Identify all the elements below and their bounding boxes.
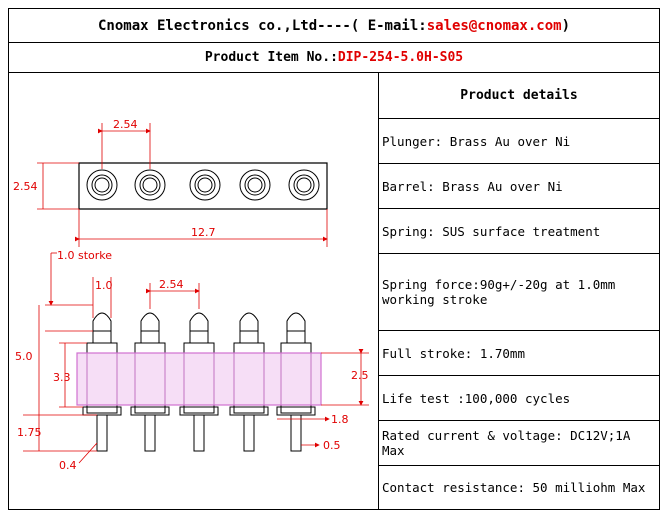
top-view: 2.54 2.54 12.7: [13, 118, 328, 247]
details-row-plunger: Plunger: Brass Au over Ni: [379, 119, 659, 164]
right-height-label: 2.5: [351, 369, 369, 382]
stroke-note-label: 1.0 storke: [57, 249, 112, 262]
tail-gap-label: 0.5: [323, 439, 341, 452]
details-row-barrel: Barrel: Brass Au over Ni: [379, 164, 659, 209]
details-row-rated-current: Rated current & voltage: DC12V;1A Max: [379, 421, 659, 466]
email-link[interactable]: sales@cnomax.com: [426, 17, 562, 34]
tail-dia-label: 0.4: [59, 459, 77, 472]
plunger-dia-label: 1.0: [95, 279, 113, 292]
tail-width-label: 1.8: [331, 413, 349, 426]
product-label: Product Item No.:: [204, 50, 338, 65]
details-row-spring-force: Spring force:90g+/-20g at 1.0mm working …: [379, 254, 659, 331]
body-height-label: 3.3: [53, 371, 71, 384]
side-view: 1.0 storke 1.0 2.54 5.0 3.3: [15, 249, 369, 472]
details-row-full-stroke: Full stroke: 1.70mm: [379, 331, 659, 376]
top-length-label: 12.7: [191, 226, 216, 239]
details-row-contact-resistance: Contact resistance: 50 milliohm Max: [382, 480, 646, 495]
top-pitch-label: 2.54: [113, 118, 138, 131]
top-height-label: 2.54: [13, 180, 38, 193]
product-item-row: Product Item No.: DIP-254-5.0H-S05: [9, 43, 659, 73]
technical-drawing: 2.54 2.54 12.7: [9, 73, 379, 509]
side-pitch-label: 2.54: [159, 278, 184, 291]
total-height-label: 5.0: [15, 350, 33, 363]
company-header: Cnomax Electronics co.,Ltd----( E-mail: …: [9, 9, 659, 43]
details-row-life-test: Life test :100,000 cycles: [379, 376, 659, 421]
header-close: ): [561, 17, 571, 34]
company-text: Cnomax Electronics co.,Ltd----( E-mail:: [97, 17, 427, 34]
product-item-number: DIP-254-5.0H-S05: [337, 50, 464, 65]
tail-length-label: 1.75: [17, 426, 42, 439]
details-row-spring: Spring: SUS surface treatment: [379, 209, 659, 254]
details-title: Product details: [379, 73, 659, 119]
insulator-body: [76, 352, 322, 406]
product-details-table: Product details Plunger: Brass Au over N…: [379, 73, 659, 509]
drawing-svg: 2.54 2.54 12.7: [13, 118, 369, 472]
top-view-holes: [86, 169, 320, 201]
spec-sheet: Cnomax Electronics co.,Ltd----( E-mail: …: [8, 8, 660, 510]
